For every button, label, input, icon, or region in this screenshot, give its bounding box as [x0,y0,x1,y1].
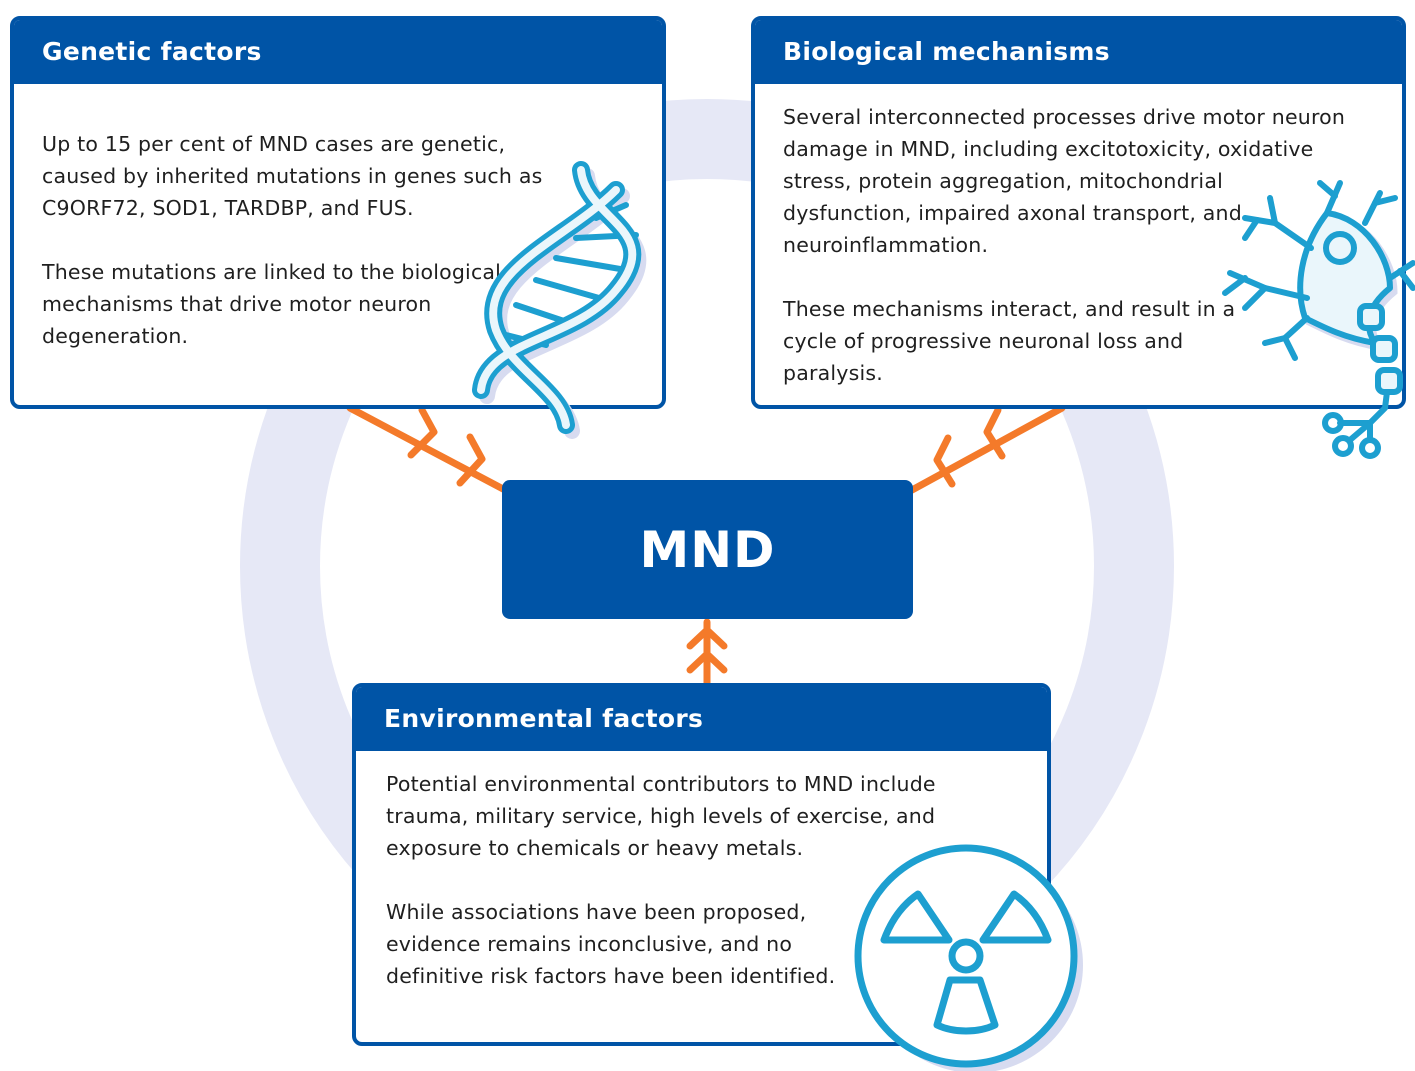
environmental-paragraph-1: Potential environmental contributors to … [386,772,936,860]
arrow-environmental-to-mnd [686,618,728,687]
environmental-paragraph-2: While associations have been proposed, e… [386,900,836,988]
dna-helix-icon [472,161,647,439]
biological-paragraph-1: Several interconnected processes drive m… [783,105,1346,257]
arrow-biological-to-mnd [908,404,1066,494]
genetic-factors-title: Genetic factors [14,20,662,84]
biological-paragraph-2: These mechanisms interact, and result in… [783,297,1236,385]
environmental-factors-card: Environmental factors Potential environm… [352,683,1051,1046]
arrow-genetic-to-mnd [346,404,509,494]
mnd-label: MND [639,520,776,579]
environmental-factors-body: Potential environmental contributors to … [356,751,1047,992]
biological-mechanisms-card: Biological mechanisms Several interconne… [751,16,1406,409]
genetic-paragraph-2: These mutations are linked to the biolog… [42,260,502,348]
neuron-icon [1222,180,1415,459]
biological-mechanisms-body: Several interconnected processes drive m… [755,84,1402,389]
mnd-center-box: MND [502,480,913,619]
genetic-paragraph-1: Up to 15 per cent of MND cases are genet… [42,132,543,220]
environmental-factors-title: Environmental factors [356,687,1047,751]
biological-mechanisms-title: Biological mechanisms [755,20,1402,84]
radiation-icon [854,844,1083,1071]
genetic-factors-body: Up to 15 per cent of MND cases are genet… [14,84,662,352]
